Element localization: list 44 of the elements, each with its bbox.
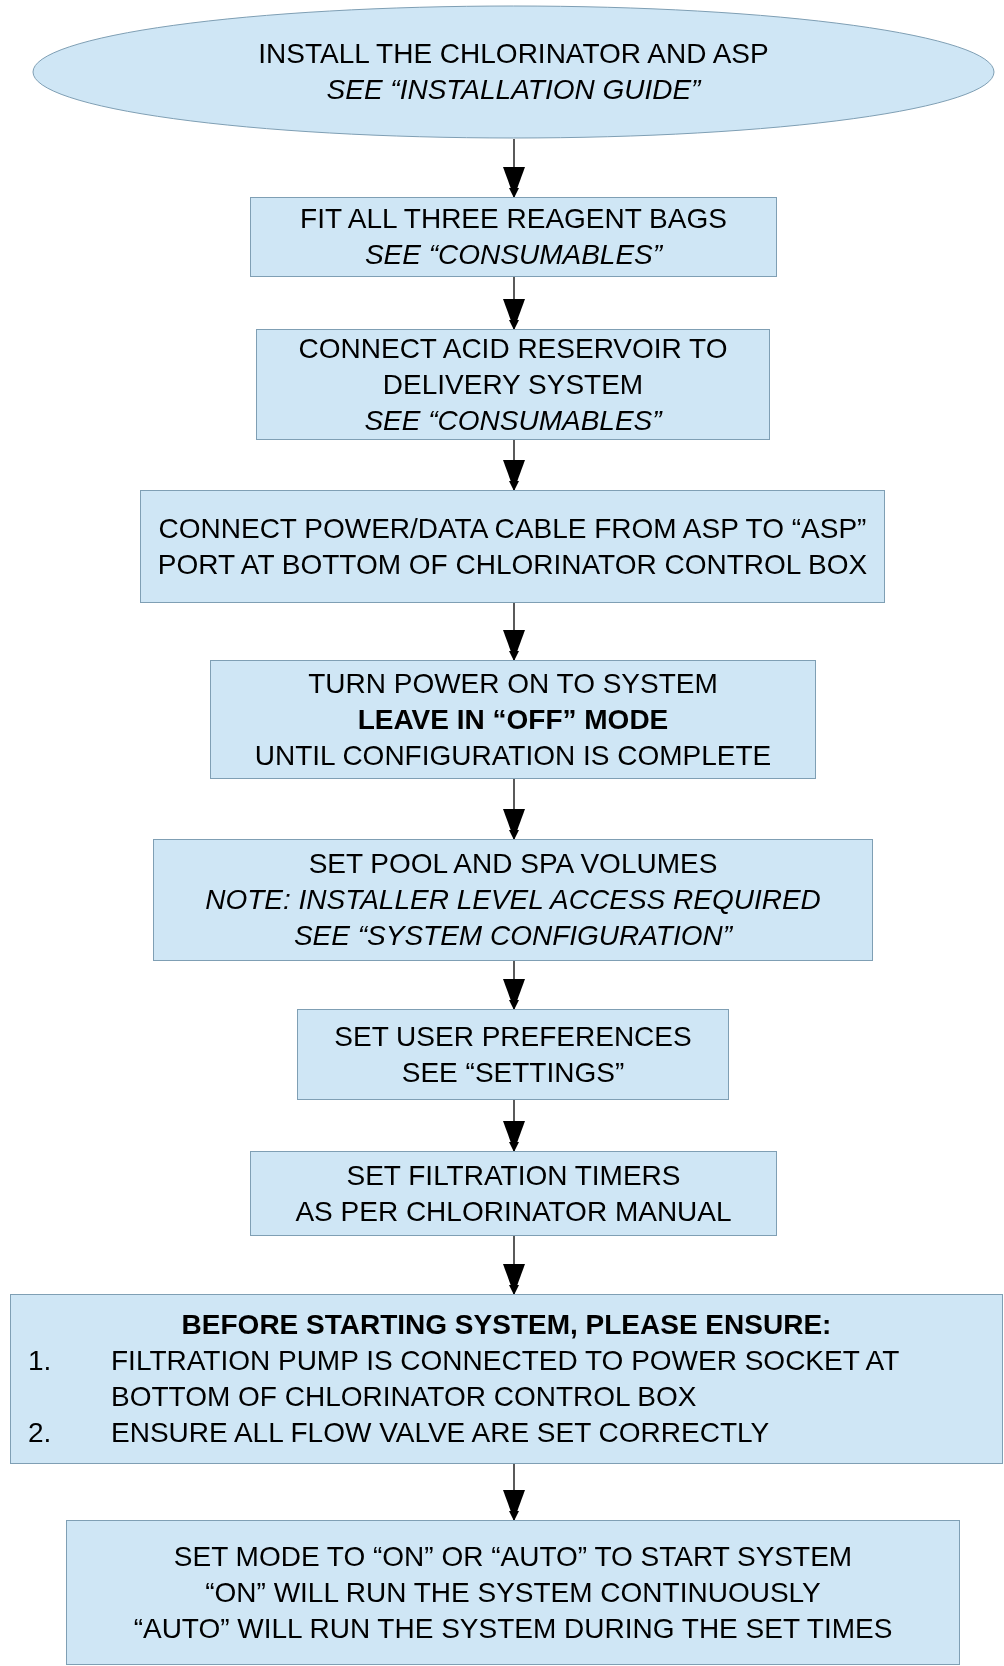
- step-title: SET MODE TO “ON” OR “AUTO” TO START SYSTEM: [172, 1539, 854, 1574]
- step-title: SET FILTRATION TIMERS: [345, 1158, 682, 1193]
- step-title: CONNECT POWER/DATA CABLE FROM ASP TO “ASP” PORT AT BOTTOM OF CHLORINATOR CONTROL BOX: [156, 511, 869, 582]
- step-note: NOTE: INSTALLER LEVEL ACCESS REQUIRED: [204, 883, 822, 917]
- step-title: BEFORE STARTING SYSTEM, PLEASE ENSURE:: [180, 1308, 833, 1342]
- step-title: SET POOL AND SPA VOLUMES: [307, 847, 719, 881]
- step-title: CONNECT ACID RESERVOIR TO DELIVERY SYSTEM: [297, 331, 729, 402]
- step-note: LEAVE IN “OFF” MODE: [356, 702, 670, 737]
- step-note: SEE “SYSTEM CONFIGURATION”: [292, 919, 734, 953]
- list-number: 1.: [27, 1344, 53, 1378]
- step-title: SET USER PREFERENCES: [333, 1019, 693, 1054]
- arrow: [503, 778, 525, 840]
- process-box: [140, 490, 885, 603]
- step-title: TURN POWER ON TO SYSTEM: [307, 666, 719, 701]
- process-box: [210, 660, 816, 779]
- arrow: [503, 602, 525, 661]
- arrow: [503, 960, 525, 1010]
- arrow: [503, 1235, 525, 1295]
- step-note: SEE “SETTINGS”: [400, 1055, 626, 1090]
- start-ellipse: [32, 5, 995, 139]
- process-box: [256, 329, 770, 440]
- step-note: “AUTO” WILL RUN THE SYSTEM DURING THE SET TIMES: [132, 1611, 894, 1646]
- process-box: [297, 1009, 729, 1100]
- list-number: 2.: [27, 1416, 53, 1450]
- process-box: [250, 197, 777, 277]
- step-note: UNTIL CONFIGURATION IS COMPLETE: [253, 738, 773, 773]
- step-title: INSTALL THE CHLORINATOR AND ASP: [257, 37, 770, 71]
- arrow: [503, 276, 525, 330]
- arrow: [503, 439, 525, 491]
- arrow: [503, 1099, 525, 1152]
- list-item-text: FILTRATION PUMP IS CONNECTED TO POWER SOCKET AT BOTTOM OF CHLORINATOR CONTROL BOX: [111, 1344, 900, 1414]
- arrow: [503, 138, 525, 198]
- step-note: SEE “CONSUMABLES”: [363, 403, 664, 438]
- step-note: AS PER CHLORINATOR MANUAL: [294, 1194, 733, 1229]
- step-note: SEE “CONSUMABLES”: [363, 238, 664, 272]
- process-box: [250, 1151, 777, 1236]
- arrow: [503, 1463, 525, 1521]
- process-box: [153, 839, 873, 961]
- list-item-text: ENSURE ALL FLOW VALVE ARE SET CORRECTLY: [111, 1416, 771, 1450]
- step-note: SEE “INSTALLATION GUIDE”: [325, 73, 703, 107]
- process-box: [66, 1520, 960, 1665]
- step-title: FIT ALL THREE REAGENT BAGS: [299, 202, 728, 236]
- step-note: “ON” WILL RUN THE SYSTEM CONTINUOUSLY: [204, 1575, 822, 1610]
- process-box: [10, 1294, 1003, 1464]
